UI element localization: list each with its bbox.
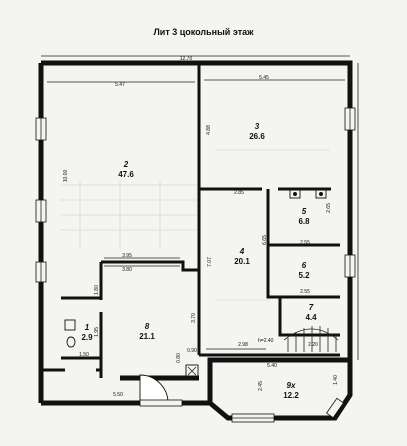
- dim-entry-width: 0.80: [176, 353, 182, 363]
- room-area-5: 6.8: [298, 217, 310, 226]
- dim-room9-left: 2.45: [258, 381, 264, 391]
- room-area-7: 4.4: [305, 313, 317, 322]
- sink-fixture: [64, 319, 76, 331]
- dim-stair-height: h=2.40: [258, 338, 274, 344]
- room-number-7: 7: [309, 303, 314, 312]
- dim-entry-height: 0.90: [187, 348, 197, 354]
- staircase: [283, 326, 339, 352]
- fixtures: [64, 189, 327, 378]
- room-labels: 2 47.6 3 26.6 4 20.1 5 6.8 6 5.2 7 4.4 8…: [81, 122, 317, 400]
- dim-room1-height: 1.80: [94, 285, 100, 295]
- dim-room4-height: 7.07: [207, 257, 213, 267]
- room-number-4: 4: [239, 247, 245, 256]
- room-number-3: 3: [255, 122, 260, 131]
- dim-right-total: 14.60: [348, 226, 354, 239]
- room-number-2: 2: [123, 160, 129, 169]
- room-area-9x: 12.2: [283, 391, 299, 400]
- plan-title: Лит 3 цокольный этаж: [153, 27, 254, 37]
- dim-room4-dim: 6.65: [262, 235, 268, 245]
- background-grid: [60, 149, 330, 301]
- dim-top-total: 12.70: [180, 56, 193, 62]
- dim-room5-right: 2.65: [326, 203, 332, 213]
- entrance-door: [139, 374, 183, 407]
- dim-room1-width: 1.50: [79, 352, 89, 358]
- dim-room2-height: 10.00: [63, 170, 69, 183]
- room-area-4: 20.1: [234, 257, 250, 266]
- dim-room2-width: 5.47: [115, 82, 125, 88]
- room-area-3: 26.6: [249, 132, 265, 141]
- room-area-8: 21.1: [139, 332, 155, 341]
- dim-stair-width: 2.20: [308, 342, 318, 348]
- dim-room4-top: 2.85: [234, 190, 244, 196]
- dimension-labels: 12.70 5.47 10.00 5.45 4.88 14.60 2.85 2.…: [63, 56, 354, 398]
- dim-room9-width: 5.40: [267, 363, 277, 369]
- toilet-fixture: [66, 336, 76, 348]
- dim-stair: 2.98: [238, 342, 248, 348]
- dim-room5-bottom: 2.55: [300, 240, 310, 246]
- room-number-9x: 9х: [287, 381, 296, 390]
- dim-room3-width: 5.45: [259, 75, 269, 81]
- dim-room9-right: 1.40: [333, 375, 339, 385]
- dim-room6-bottom: 2.55: [300, 289, 310, 295]
- dimension-lines: [41, 55, 359, 360]
- dim-bottom-left: 5.50: [113, 392, 123, 398]
- dim-room8-height: 3.70: [191, 313, 197, 323]
- room-number-5: 5: [302, 207, 307, 216]
- dim-corridor-top: 3.95: [122, 253, 132, 259]
- dim-room1-dim: 1.95: [94, 327, 100, 337]
- windows: [35, 107, 356, 423]
- room-number-1: 1: [85, 323, 90, 332]
- room-number-6: 6: [302, 261, 307, 270]
- dim-room3-height: 4.88: [206, 125, 212, 135]
- dim-corridor-bottom: 3.80: [122, 267, 132, 273]
- room-area-6: 5.2: [298, 271, 310, 280]
- room-area-1: 2.9: [81, 333, 93, 342]
- room-number-8: 8: [145, 322, 150, 331]
- room-area-2: 47.6: [118, 170, 134, 179]
